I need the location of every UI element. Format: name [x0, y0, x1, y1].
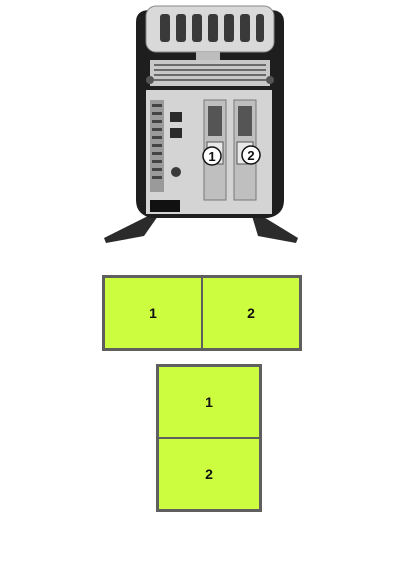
gpu-vent-1	[208, 106, 222, 136]
power-connector	[150, 200, 180, 212]
computer-tower-rear-view: 1 2	[104, 5, 298, 243]
port-callout-2: 2	[241, 145, 261, 165]
port-callout-1-label: 1	[208, 149, 215, 164]
port-callout-1: 1	[202, 146, 222, 166]
display-2-label: 2	[205, 466, 213, 482]
port-callout-2-label: 2	[247, 148, 254, 163]
grille-holes	[154, 64, 266, 81]
display-1-label: 1	[149, 305, 157, 321]
ethernet-port	[170, 112, 182, 122]
display-2-label: 2	[247, 305, 255, 321]
handle-vents	[160, 14, 264, 42]
tower-foot-right	[252, 216, 298, 243]
vertical-display-layout: 1 2	[156, 364, 262, 512]
display-1-label: 1	[205, 394, 213, 410]
display-1: 1	[105, 278, 201, 348]
display-1: 1	[159, 367, 259, 437]
io-vent-slots	[152, 104, 162, 179]
ethernet-port	[170, 128, 182, 138]
screw-right	[266, 76, 274, 84]
gpu-vent-2	[238, 106, 252, 136]
tower-foot-left	[104, 216, 158, 243]
display-2: 2	[203, 278, 299, 348]
handle-latch	[196, 52, 220, 60]
display-2: 2	[159, 439, 259, 509]
upper-grille	[150, 60, 270, 86]
screw-left	[146, 76, 154, 84]
horizontal-display-layout: 1 2	[102, 275, 302, 351]
audio-jack	[171, 167, 181, 177]
